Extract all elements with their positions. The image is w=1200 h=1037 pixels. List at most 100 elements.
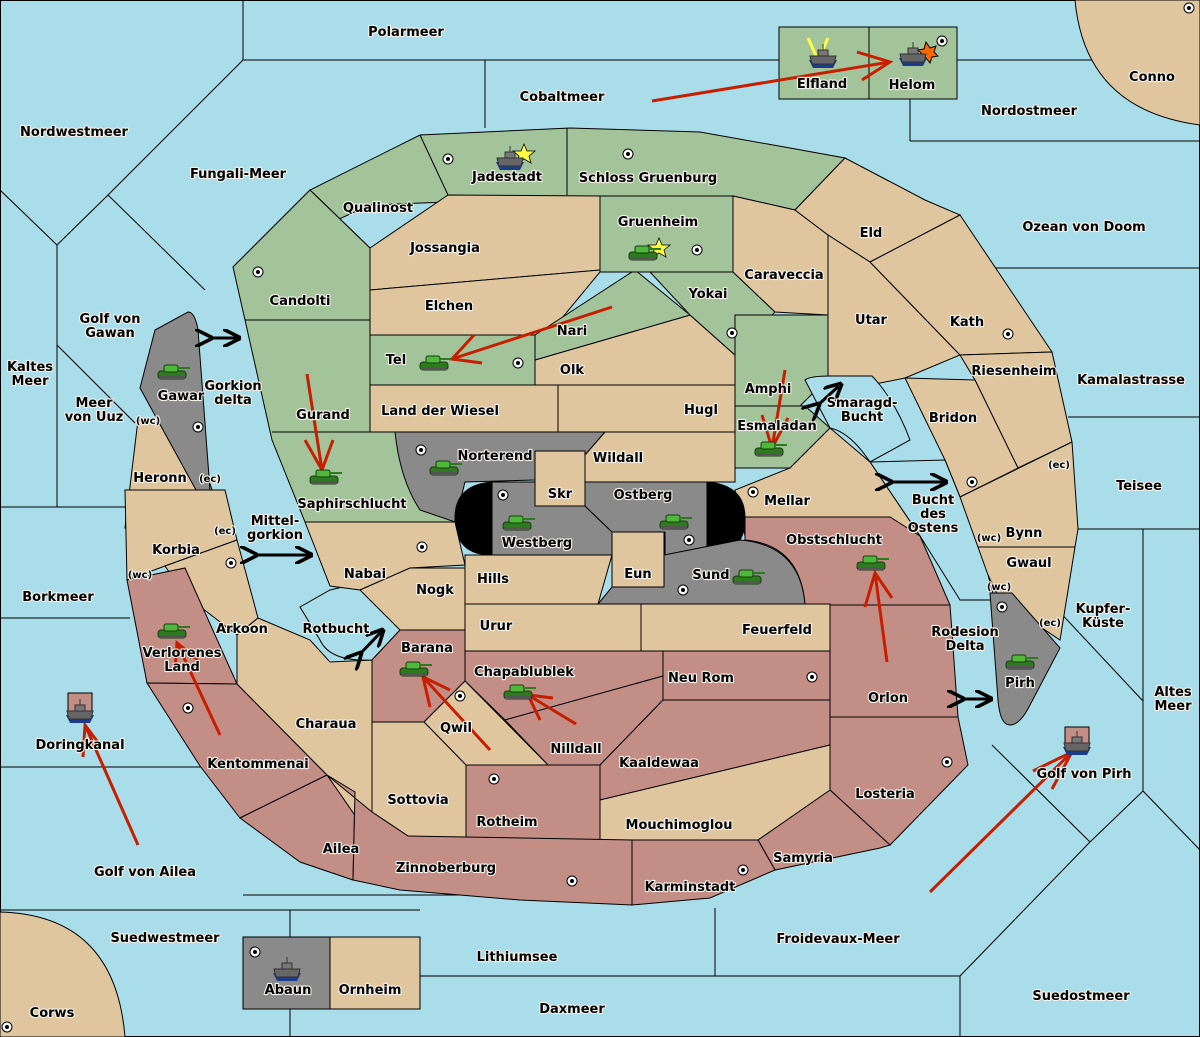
label-fungali-meer: Fungali-Meer xyxy=(190,167,287,182)
supply-center-icon xyxy=(225,557,237,569)
label-karminstadt: Karminstadt xyxy=(645,880,736,895)
territory-karminstadt[interactable] xyxy=(631,839,776,906)
coast-marker: (ec) xyxy=(214,526,236,537)
territory-mouchimoglou[interactable] xyxy=(599,744,831,841)
label-caraveccia: Caraveccia xyxy=(744,268,823,283)
label-orlon: Orlon xyxy=(868,691,908,706)
label-cobaltmeer: Cobaltmeer xyxy=(520,90,605,105)
label-samyria: Samyria xyxy=(773,851,833,866)
supply-center-icon xyxy=(415,444,427,456)
supply-center-icon xyxy=(252,266,264,278)
label-riesenheim: Riesenheim xyxy=(971,364,1056,379)
label-ostberg: Ostberg xyxy=(614,488,673,503)
label-tel: Tel xyxy=(386,353,406,368)
connection-arrows xyxy=(210,338,990,699)
label-froidevaux-meer: Froidevaux-Meer xyxy=(776,932,900,947)
label-nordostmeer: Nordostmeer xyxy=(981,104,1078,119)
label-golf-von-ailea: Golf von Ailea xyxy=(94,865,196,880)
label-neu-rom: Neu Rom xyxy=(668,671,734,686)
coast-marker: (wc) xyxy=(136,416,160,427)
label-ornheim: Ornheim xyxy=(339,983,402,998)
label-amphi: Amphi xyxy=(745,382,792,397)
label-helom: Helom xyxy=(889,78,936,93)
supply-center-icon xyxy=(454,690,466,702)
label-mittel-gorkion: Mittel-gorkion xyxy=(247,514,303,543)
label-nabai: Nabai xyxy=(344,567,386,582)
territory-skr[interactable] xyxy=(534,450,586,507)
sea-bucht-des-ostens[interactable] xyxy=(869,459,996,601)
label-sund: Sund xyxy=(692,568,729,583)
territory-corws[interactable] xyxy=(0,911,126,1037)
label-kaaldewaa: Kaaldewaa xyxy=(619,756,699,771)
label-zinnoberburg: Zinnoberburg xyxy=(396,861,496,876)
label-elfland: Elfland xyxy=(797,77,847,92)
west-tunnel xyxy=(454,481,493,556)
supply-center-icon xyxy=(249,946,261,958)
label-land-der-wiesel: Land der Wiesel xyxy=(381,404,499,419)
label-jadestadt: Jadestadt xyxy=(471,170,542,185)
label-norterend: Norterend xyxy=(457,449,532,464)
label-kupfer-küste: Kupfer-Küste xyxy=(1076,602,1131,631)
label-suedwestmeer: Suedwestmeer xyxy=(110,931,220,946)
label-mouchimoglou: Mouchimoglou xyxy=(626,818,733,833)
territory-conno[interactable] xyxy=(1074,0,1200,126)
label-nilldall: Nilldall xyxy=(550,742,601,757)
territory-elchen[interactable] xyxy=(369,269,601,336)
supply-center-icon xyxy=(806,671,818,683)
supply-center-icon xyxy=(1002,328,1014,340)
supply-center-icon xyxy=(966,476,978,488)
label-charaua: Charaua xyxy=(296,717,357,732)
label-kamalastrasse: Kamalastrasse xyxy=(1077,373,1185,388)
coast-marker: (wc) xyxy=(977,533,1001,544)
label-utar: Utar xyxy=(855,313,888,328)
territory-gruenheim[interactable] xyxy=(599,195,734,273)
label-yokai: Yokai xyxy=(687,287,727,302)
label-saphirschlucht: Saphirschlucht xyxy=(297,497,406,512)
label-ailea: Ailea xyxy=(323,842,360,857)
coast-marker: (ec) xyxy=(199,474,221,485)
supply-center-icon xyxy=(936,35,948,47)
coast-marker: (ec) xyxy=(1048,460,1070,471)
label-ozean-von-doom: Ozean von Doom xyxy=(1022,220,1145,235)
supply-center-icon xyxy=(488,773,500,785)
territory-eun[interactable] xyxy=(611,531,665,588)
territory-ornheim[interactable] xyxy=(329,936,421,1010)
label-westberg: Westberg xyxy=(502,536,572,551)
coast-marker: (ec) xyxy=(1039,618,1061,629)
label-borkmeer: Borkmeer xyxy=(22,590,94,605)
territory-kaaldewaa[interactable] xyxy=(599,699,831,801)
label-gruenheim: Gruenheim xyxy=(618,215,698,230)
territory-rotheim[interactable] xyxy=(465,764,601,841)
label-arkoon: Arkoon xyxy=(216,622,268,637)
territory-gawar[interactable] xyxy=(139,311,211,491)
label-kath: Kath xyxy=(950,315,984,330)
label-golf-von-pirh: Golf von Pirh xyxy=(1036,767,1131,782)
label-qualinost: Qualinost xyxy=(343,201,413,216)
label-abaun: Abaun xyxy=(265,983,312,998)
label-mellar: Mellar xyxy=(764,494,810,509)
label-pirh: Pirh xyxy=(1005,676,1035,691)
label-wildall: Wildall xyxy=(593,451,643,466)
territory-feuerfeld[interactable] xyxy=(640,603,831,652)
territory-urur[interactable] xyxy=(464,603,642,652)
label-korbia: Korbia xyxy=(152,543,200,558)
supply-center-icon xyxy=(566,875,578,887)
label-obstschlucht: Obstschlucht xyxy=(786,533,882,548)
label-esmaladan: Esmaladan xyxy=(737,419,817,434)
supply-center-icon xyxy=(416,541,428,553)
label-nari: Nari xyxy=(557,324,588,339)
label-chapablublek: Chapablublek xyxy=(474,665,574,680)
territory-labels: PolarmeerCobaltmeerNordwestmeerFungali-M… xyxy=(6,24,1193,1022)
territory-zinnoberburg[interactable] xyxy=(326,774,633,906)
label-gawar: Gawar xyxy=(158,389,205,404)
label-qwil: Qwil xyxy=(440,721,472,736)
supply-center-icon xyxy=(737,864,749,876)
label-heronn: Heronn xyxy=(133,471,187,486)
label-gwaul: Gwaul xyxy=(1006,556,1051,571)
